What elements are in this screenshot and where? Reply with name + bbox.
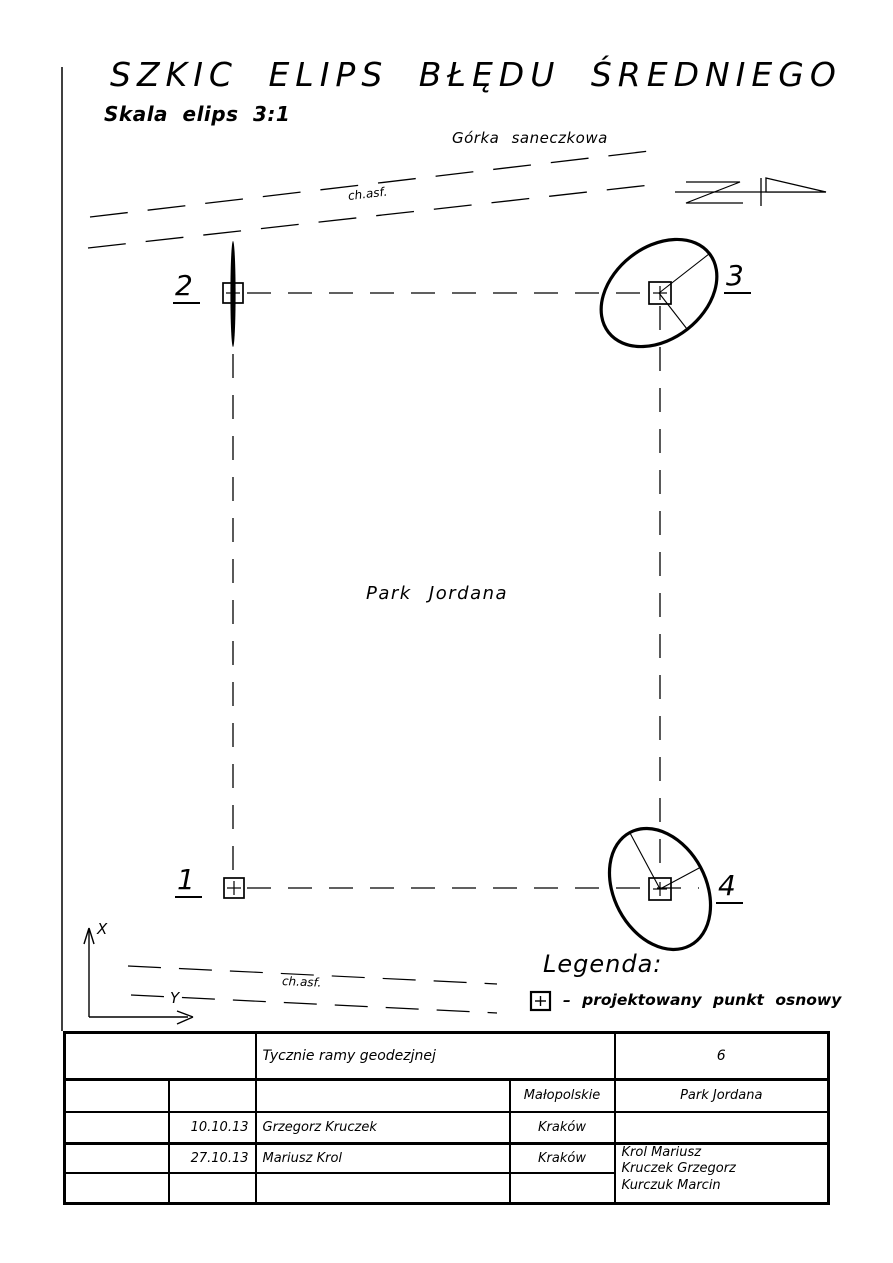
point-marker-1	[223, 877, 245, 899]
error-ellipse-point-3	[599, 237, 719, 349]
point-marker-3	[648, 281, 672, 305]
title-block-empty-cell	[63, 1078, 170, 1113]
title-block-empty-cell	[63, 1171, 170, 1205]
error-ellipse-point-2	[230, 241, 236, 347]
point-connection-lines	[232, 292, 699, 889]
legend-title: Legenda:	[543, 950, 663, 978]
title-block-task: Tycznie ramy geodezjnej	[254, 1031, 616, 1081]
north-arrow-icon	[675, 177, 827, 206]
x-axis-label: X	[97, 920, 108, 938]
page-title: SZKIC ELIPS BŁĘDU ŚREDNIEGO	[110, 55, 842, 94]
title-block-empty-cell	[63, 1110, 170, 1145]
title-block-team: Krol Mariusz Kruczek Grzegorz Kurczuk Ma…	[613, 1142, 830, 1205]
y-axis-label: Y	[170, 989, 180, 1007]
point-label-3: 3	[724, 262, 751, 294]
point-marker-4	[648, 877, 672, 901]
point-label-1: 1	[175, 866, 202, 898]
team-member: Kruczek Grzegorz	[621, 1161, 736, 1177]
road-surface-label-bottom: ch.asf.	[281, 974, 322, 990]
title-block-empty-cell	[63, 1142, 170, 1174]
area-label: Park Jordana	[366, 583, 509, 604]
title-block-empty-cell	[167, 1171, 257, 1205]
title-block-empty-cell	[254, 1078, 511, 1113]
top-road-lines	[87, 149, 659, 249]
point-label-2: 2	[173, 272, 200, 304]
title-block-voivodeship: Małopolskie	[508, 1078, 616, 1113]
title-block: Tycznie ramy geodezjnej 6 Małopolskie Pa…	[63, 1031, 831, 1205]
team-member: Krol Mariusz	[621, 1145, 702, 1161]
title-block-empty-cell	[254, 1171, 511, 1205]
entry-name: Mariusz Krol	[254, 1142, 511, 1174]
scale-note: Skala elips 3:1	[104, 102, 291, 126]
entry-date: 10.10.13	[167, 1110, 257, 1145]
legend-item-label: – projektowany punkt osnowy	[563, 991, 842, 1009]
coordinate-axes	[83, 927, 194, 1025]
error-ellipse-point-4	[607, 826, 713, 952]
entry-city: Kraków	[508, 1110, 616, 1145]
title-block-empty-cell	[63, 1031, 257, 1081]
title-block-empty-cell	[508, 1171, 616, 1205]
top-road-name-label: Górka saneczkowa	[452, 129, 608, 147]
title-block-empty-cell	[613, 1110, 830, 1145]
bottom-road-lines	[127, 965, 498, 1014]
legend-point-marker-icon	[529, 990, 552, 1012]
entry-name: Grzegorz Kruczek	[254, 1110, 511, 1145]
entry-date: 27.10.13	[167, 1142, 257, 1174]
title-block-empty-cell	[167, 1078, 257, 1113]
point-label-4: 4	[716, 872, 743, 904]
title-block-object: Park Jordana	[613, 1078, 830, 1113]
team-member: Kurczuk Marcin	[621, 1177, 721, 1193]
title-block-sheet-number: 6	[613, 1031, 830, 1081]
entry-city: Kraków	[508, 1142, 616, 1174]
